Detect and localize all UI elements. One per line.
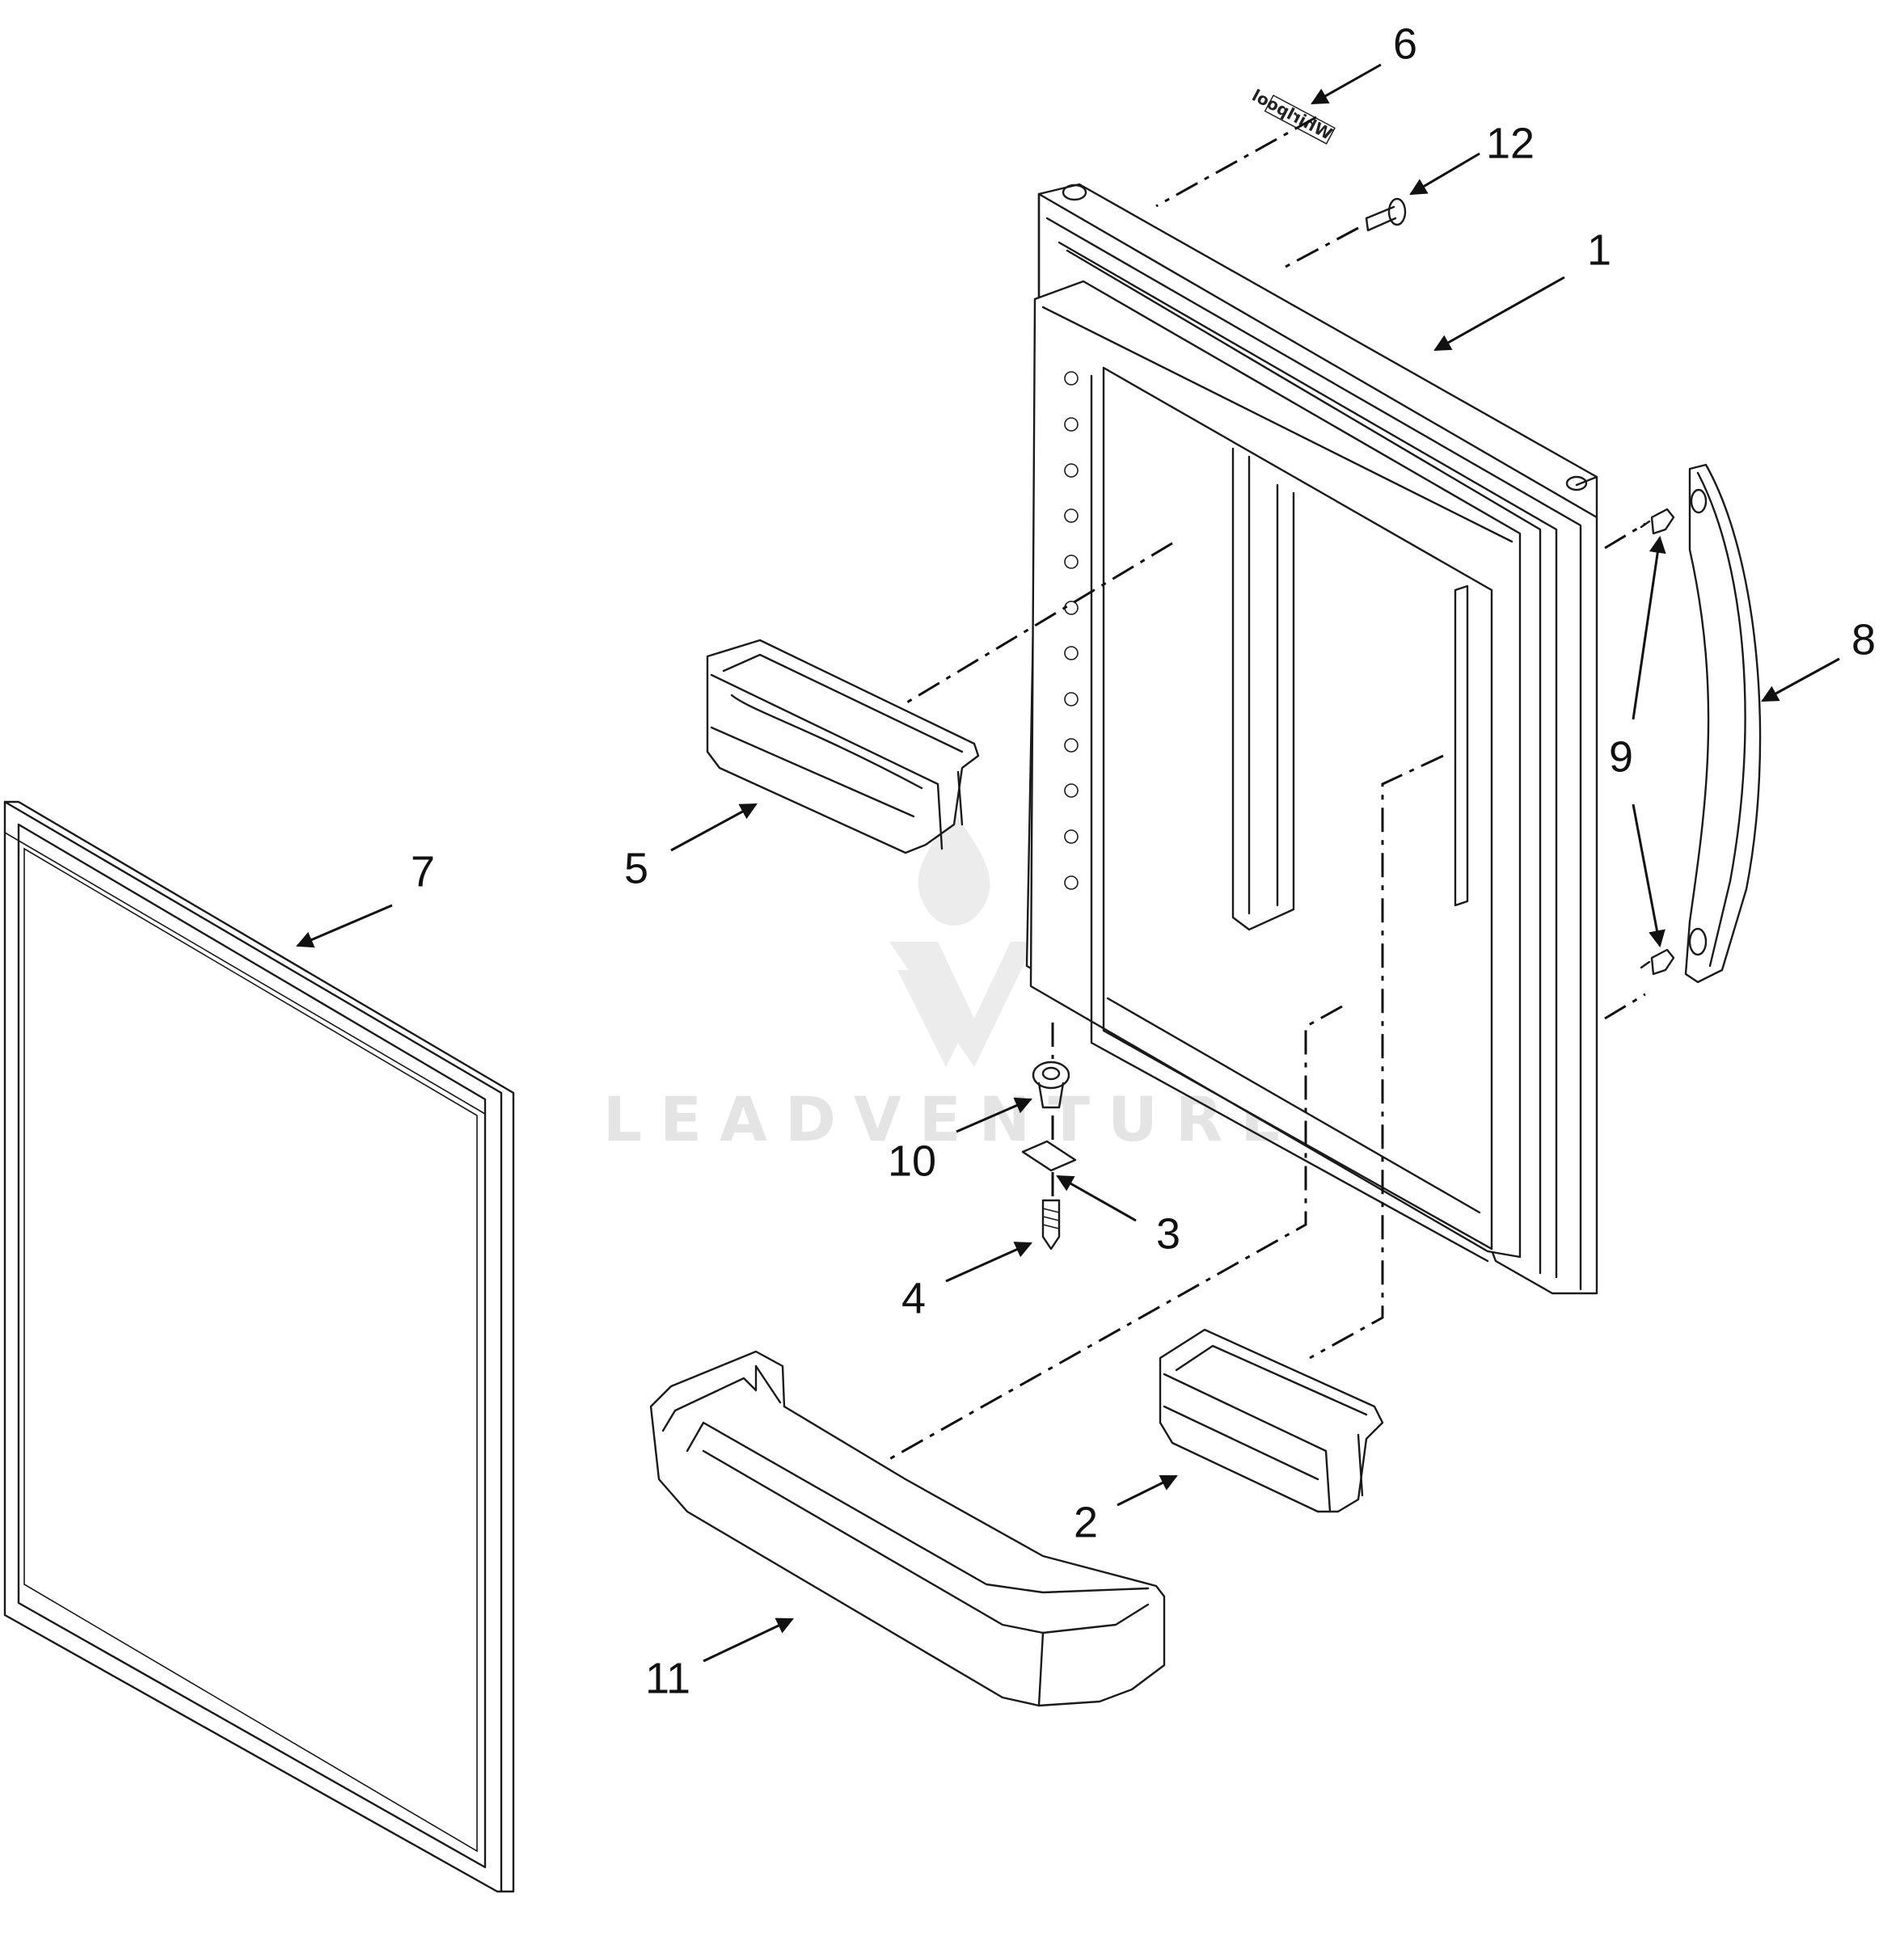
callout-1: 1 bbox=[1587, 226, 1611, 274]
door-bin-long bbox=[649, 1350, 1166, 1707]
callout-4: 4 bbox=[901, 1274, 926, 1322]
door-cam bbox=[1032, 1061, 1070, 1109]
callout-11: 11 bbox=[645, 1654, 690, 1702]
svg-text:Whirlpool: Whirlpool bbox=[1249, 86, 1336, 144]
callout-12: 12 bbox=[1486, 119, 1535, 167]
handle-studs bbox=[1640, 508, 1675, 976]
callout-9: 9 bbox=[1609, 732, 1633, 781]
callout-labels: 6 12 1 8 9 5 7 10 3 4 2 11 bbox=[411, 19, 1876, 1702]
callout-5: 5 bbox=[624, 844, 648, 892]
callout-6: 6 bbox=[1393, 19, 1417, 68]
callout-3: 3 bbox=[1156, 1209, 1180, 1258]
callout-10: 10 bbox=[888, 1137, 936, 1185]
cam-clip bbox=[1021, 1140, 1077, 1172]
cam-screw bbox=[1041, 1199, 1061, 1250]
callout-8: 8 bbox=[1851, 615, 1876, 664]
door-gasket bbox=[3, 800, 515, 1893]
watermark-logo bbox=[889, 812, 1035, 1067]
assembly-lines bbox=[889, 116, 1646, 1461]
watermark-text: LEADVENTURE bbox=[603, 1083, 1301, 1155]
door-badge: Whirlpool bbox=[1249, 86, 1336, 145]
refrigerator-door bbox=[1025, 183, 1598, 1295]
door-liner-bumps bbox=[1064, 371, 1079, 890]
callout-2: 2 bbox=[1074, 1498, 1098, 1546]
door-bin-lower bbox=[1159, 1328, 1384, 1513]
leader-arrows bbox=[296, 63, 1840, 1663]
callout-7: 7 bbox=[411, 847, 435, 896]
door-bin-upper bbox=[706, 639, 980, 854]
hinge-screw bbox=[1365, 197, 1407, 232]
door-handle bbox=[1684, 463, 1762, 984]
